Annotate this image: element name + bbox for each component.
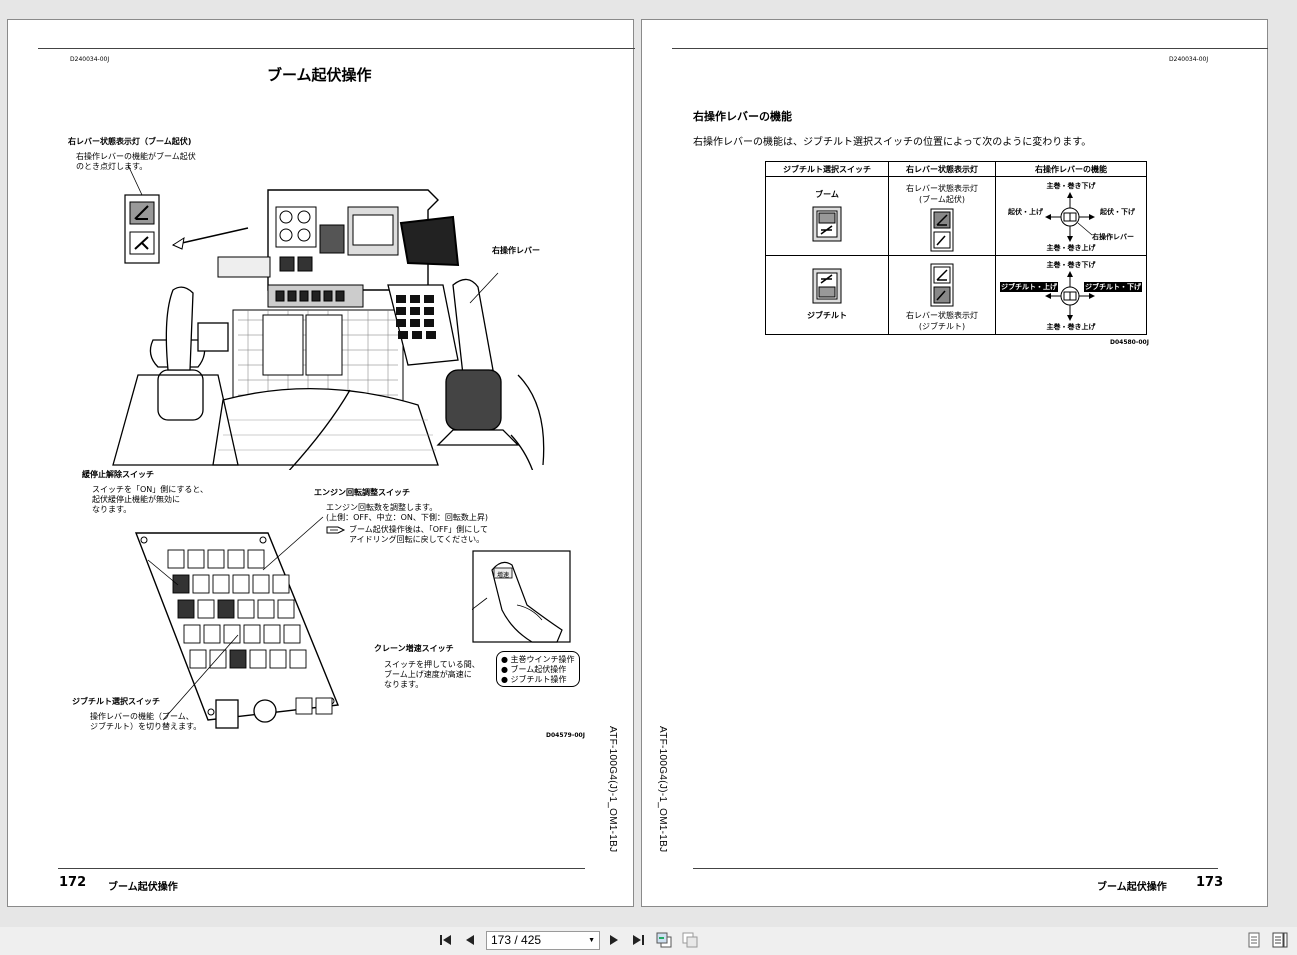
list-item: ● ジブチルト操作 [501,675,567,684]
engine-desc-4: アイドリング回転に戻してください。 [349,535,485,544]
chevron-down-icon: ▼ [588,937,595,944]
next-page-icon[interactable] [606,932,622,948]
boom-lamp-icon [930,208,954,252]
crane-speed-desc-3: なります。 [384,680,424,689]
lever-direction-icon [1045,192,1095,242]
func-left: ジブチルト・上げ [1000,282,1058,292]
lever-direction-icon [1045,271,1095,321]
section-heading: 右操作レバーの機能 [693,110,792,123]
engine-desc-3: ブーム起伏操作後は、「OFF」側にして [349,525,489,534]
table-header: 右レバー状態表示灯 [888,161,996,177]
footer-title: ブーム起伏操作 [1097,882,1167,893]
prev-page-icon[interactable] [462,932,478,948]
forward-view-icon[interactable] [682,932,698,948]
left-lever [112,286,239,466]
lamp-callout-desc-2: のとき点灯します。 [76,162,148,171]
header-rule [672,48,1268,49]
jib-desc-2: ジブチルト）を切り替えます。 [90,722,202,731]
table-cell: 主巻・巻き下げ 主巻・巻き上げ ジブチルト・上げ ジブチルト・下げ [995,255,1147,335]
switch-panel-illustration [134,516,339,729]
dashboard [217,189,460,308]
func-right: ジブチルト・下げ [1084,282,1142,292]
lamp-callout-title: 右レバー状態表示灯（ブーム起伏) [68,137,192,146]
footer-title: ブーム起伏操作 [108,882,178,893]
func-lever-label: 右操作レバー [1092,233,1134,241]
table-cell: 右レバー状態表示灯 (ジブチルト) [888,255,996,335]
jib-lamp-icon [930,263,954,307]
slow-stop-desc-3: なります。 [92,505,132,514]
footer-rule [58,868,585,869]
figure-code: D04580-00J [1110,339,1149,346]
jib-switch-icon [812,268,842,304]
list-item: ● 主巻ウインチ操作 [501,655,575,664]
lamp-label-sub: (ブーム起伏) [918,195,965,204]
boom-switch-icon [812,206,842,242]
note-hand-icon [326,526,346,534]
side-code: ATF-100G4(J)-1_OM1-1BJ [657,726,668,853]
func-down: 主巻・巻き上げ [1046,323,1096,331]
jib-desc-1: 操作レバーの機能（ブーム、 [90,712,194,721]
viewer-toolbar: 173 / 425 ▼ [0,927,1297,955]
intro-text: 右操作レバーの機能は、ジブチルト選択スイッチの位置によって次のように変わります。 [693,137,1092,148]
slow-stop-desc-1: スイッチを「ON」側にすると、 [92,485,209,494]
jib-switch-title: ジブチルト選択スイッチ [72,697,160,706]
crane-speed-title: クレーン増速スイッチ [374,644,454,653]
func-left: 起伏・上げ [1008,208,1043,216]
func-up: 主巻・巻き下げ [1046,182,1096,190]
cab-illustration [112,164,545,470]
side-code: ATF-100G4(J)-1_OM1-1BJ [607,726,618,853]
table-cell: 右レバー状態表示灯 (ブーム起伏) [888,176,996,256]
figure-code: D04579-00J [546,732,585,739]
crane-speed-list: ● 主巻ウインチ操作 ● ブーム起伏操作 ● ジブチルト操作 [496,651,580,687]
table-cell: ジブチルト [765,255,889,335]
page-number: 172 [59,875,87,890]
func-up: 主巻・巻き下げ [1046,261,1096,269]
right-page: D240034-00J 右操作レバーの機能 右操作レバーの機能は、ジブチルト選択… [641,19,1268,907]
table-header: 右操作レバーの機能 [995,161,1147,177]
grip-illustration [472,550,571,643]
lamp-label: 右レバー状態表示灯 [906,184,978,193]
slow-stop-title: 緩停止解除スイッチ [82,470,154,479]
crane-speed-desc-2: ブーム上げ速度が高速に [384,670,472,679]
page-number-select[interactable]: 173 / 425 ▼ [486,931,600,950]
table-row: ブーム 右レバー状態表示灯 (ブーム起伏) [765,176,1147,256]
page-number: 173 [1196,875,1224,890]
func-right: 起伏・下げ [1100,208,1135,216]
doc-code: D240034-00J [1169,56,1209,63]
switch-label: ブーム [815,190,839,199]
table-header-row: ジブチルト選択スイッチ 右レバー状態表示灯 右操作レバーの機能 [765,161,1147,177]
first-page-icon[interactable] [438,932,454,948]
table-cell: ブーム [765,176,889,256]
engine-switch-title: エンジン回転調整スイッチ [314,488,410,497]
back-view-icon[interactable] [656,932,672,948]
page-title: ブーム起伏操作 [267,66,372,84]
last-page-icon[interactable] [630,932,646,948]
table-cell: 主巻・巻き下げ 主巻・巻き上げ 起伏・上げ 起伏・下げ 右操作レバー [995,176,1147,256]
slow-stop-desc-2: 起伏緩停止機能が無効に [92,495,180,504]
table-header: ジブチルト選択スイッチ [765,161,889,177]
doc-code: D240034-00J [70,56,110,63]
lamp-panel [124,194,160,264]
engine-desc-2: (上側：OFF、中立：ON、下側：回転数上昇) [326,513,489,522]
engine-desc-1: エンジン回転数を調整します。 [326,503,438,512]
lamp-label-sub: (ジブチルト) [918,322,966,331]
left-page: D240034-00J ブーム起伏操作 右レバー状態表示灯（ブーム起伏) 右操作… [7,19,635,907]
footer-rule [693,868,1218,869]
func-down: 主巻・巻き上げ [1046,244,1096,252]
single-page-icon[interactable] [1246,932,1262,948]
function-table: ジブチルト選択スイッチ 右レバー状態表示灯 右操作レバーの機能 ブーム 右レバー… [765,161,1147,335]
page-display: 173 / 425 [491,933,542,947]
header-rule [38,48,635,49]
lamp-label: 右レバー状態表示灯 [906,311,978,320]
crane-speed-desc-1: スイッチを押している間、 [384,660,480,669]
lamp-callout-desc-1: 右操作レバーの機能がブーム起伏 [76,152,196,161]
list-item: ● ブーム起伏操作 [501,665,567,674]
right-lever-label: 右操作レバー [492,246,540,255]
two-page-icon[interactable] [1272,932,1288,948]
switch-label: ジブチルト [807,311,847,320]
grip-label: 増速 [497,572,510,579]
table-row: ジブチルト 右レバー状態表示灯 (ジブチルト) 主巻・巻き下げ 主巻・巻き上げ … [765,255,1147,335]
right-lever [436,278,545,466]
